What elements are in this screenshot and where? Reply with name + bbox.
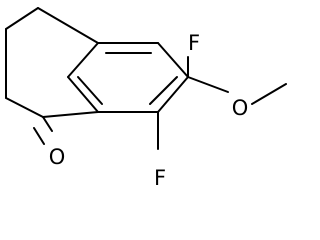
molecule-structure: F F O O: [5, 7, 287, 190]
bond: [149, 76, 178, 105]
bond-lines: [5, 7, 287, 150]
bond: [42, 111, 99, 118]
fluorine-bottom-label: F: [154, 166, 166, 190]
bond: [5, 97, 44, 118]
bond: [187, 76, 229, 93]
carbonyl-oxygen-label: O: [49, 145, 66, 169]
bond: [67, 76, 99, 113]
fluorine-top-label: F: [188, 31, 200, 55]
bond: [67, 42, 99, 78]
methoxy-oxygen-label: O: [232, 96, 249, 120]
bond: [251, 83, 287, 105]
bond: [77, 76, 103, 105]
bond: [157, 42, 189, 78]
bond: [33, 127, 45, 145]
bond: [157, 76, 189, 113]
bond: [5, 7, 39, 30]
bond: [42, 116, 53, 132]
bond: [37, 7, 99, 44]
atom-labels: F F O O: [49, 31, 249, 190]
